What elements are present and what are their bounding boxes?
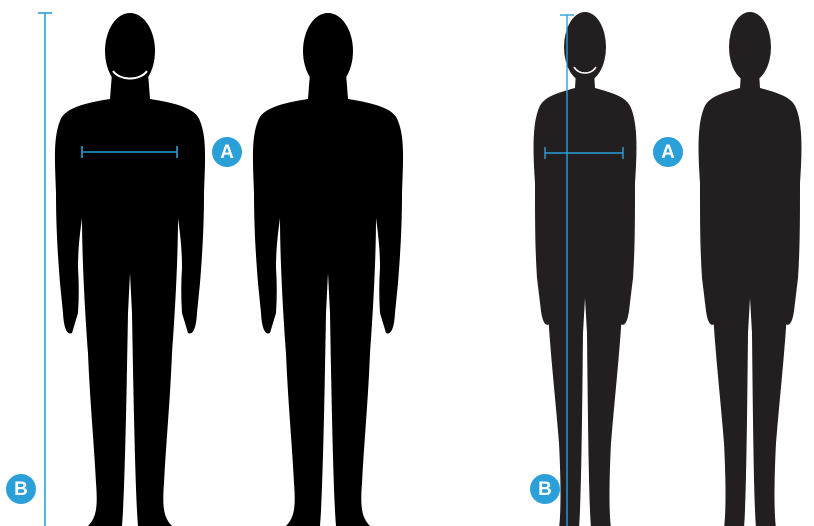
- height-marker-badge: B: [6, 474, 36, 504]
- male-back-silhouette: [253, 13, 403, 526]
- height-marker-badge: B: [530, 474, 560, 504]
- female-front-shape: [534, 12, 637, 526]
- male-back-shape: [253, 13, 403, 526]
- chest-marker-badge: A: [212, 137, 242, 167]
- male-front-shape: [55, 13, 205, 526]
- female-front-silhouette: [534, 12, 637, 526]
- male-height-line: [38, 13, 52, 526]
- male-front-silhouette: [55, 13, 205, 526]
- chest-marker-badge: A: [653, 137, 683, 167]
- female-back-shape: [699, 12, 802, 526]
- female-back-silhouette: [699, 12, 802, 526]
